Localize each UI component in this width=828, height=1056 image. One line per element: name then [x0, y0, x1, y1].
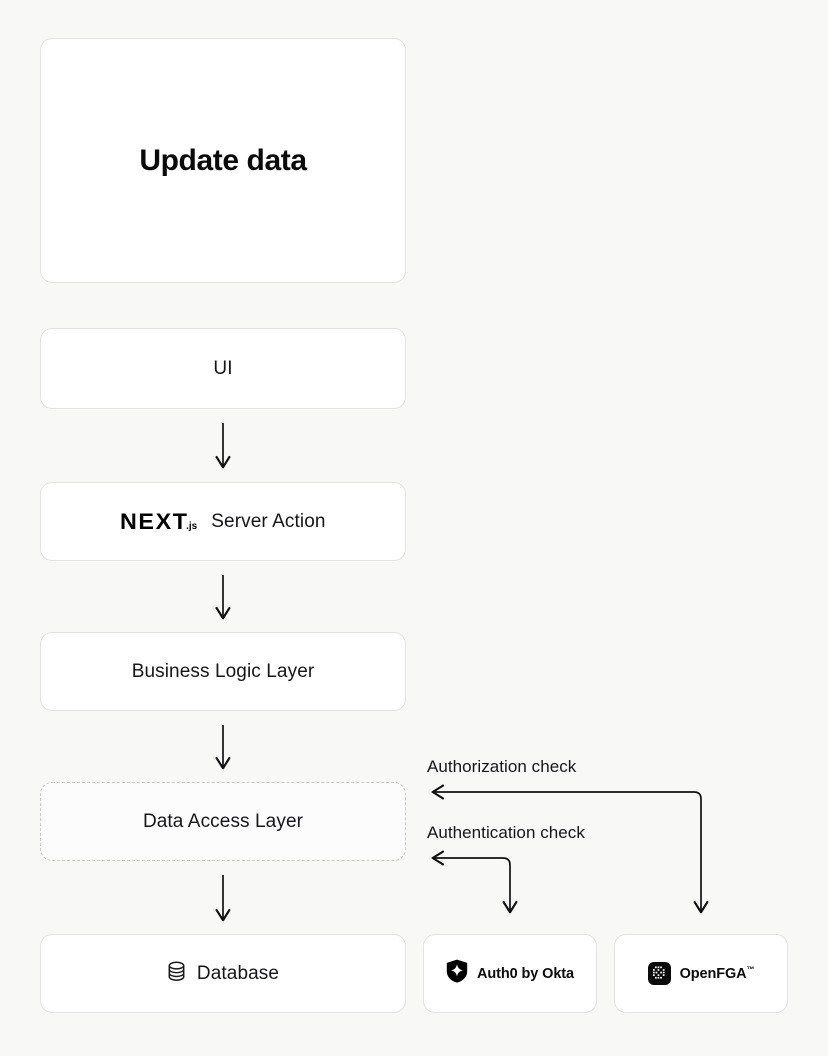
- edge-label-authorization-check: Authorization check: [427, 757, 577, 776]
- node-business-logic-layer-label: Business Logic Layer: [131, 661, 315, 682]
- node-auth0-label: Auth0 by Okta: [477, 965, 574, 982]
- arrow-authorization-check: [431, 784, 709, 914]
- auth0-logo: [446, 959, 468, 988]
- node-auth0[interactable]: Auth0 by Okta: [423, 934, 597, 1013]
- edge-label-authentication-check: Authentication check: [427, 823, 585, 842]
- nextjs-logo-word: NEXT: [120, 508, 190, 534]
- page-title: Update data: [139, 143, 307, 177]
- nextjs-logo: NEXT .js: [120, 508, 198, 534]
- node-openfga-label: OpenFGA™: [680, 965, 755, 982]
- node-business-logic-layer[interactable]: Business Logic Layer: [40, 632, 406, 711]
- node-database-label: Database: [196, 963, 280, 984]
- title-card: Update data: [40, 38, 406, 283]
- node-ui-label: UI: [213, 358, 233, 379]
- node-server-action-label: Server Action: [211, 511, 326, 532]
- node-database[interactable]: Database: [40, 934, 406, 1013]
- openfga-logo: [647, 962, 671, 985]
- arrow-authentication-check: [431, 850, 518, 914]
- trademark-symbol: ™: [746, 965, 755, 975]
- node-data-access-layer-label: Data Access Layer: [142, 811, 304, 832]
- node-server-action[interactable]: NEXT .js Server Action: [40, 482, 406, 561]
- node-data-access-layer[interactable]: Data Access Layer: [40, 782, 406, 861]
- node-ui[interactable]: UI: [40, 328, 406, 409]
- database-icon: [167, 961, 186, 987]
- nextjs-logo-suffix: .js: [186, 520, 198, 532]
- node-openfga-name: OpenFGA: [679, 965, 747, 982]
- node-openfga[interactable]: OpenFGA™: [614, 934, 788, 1013]
